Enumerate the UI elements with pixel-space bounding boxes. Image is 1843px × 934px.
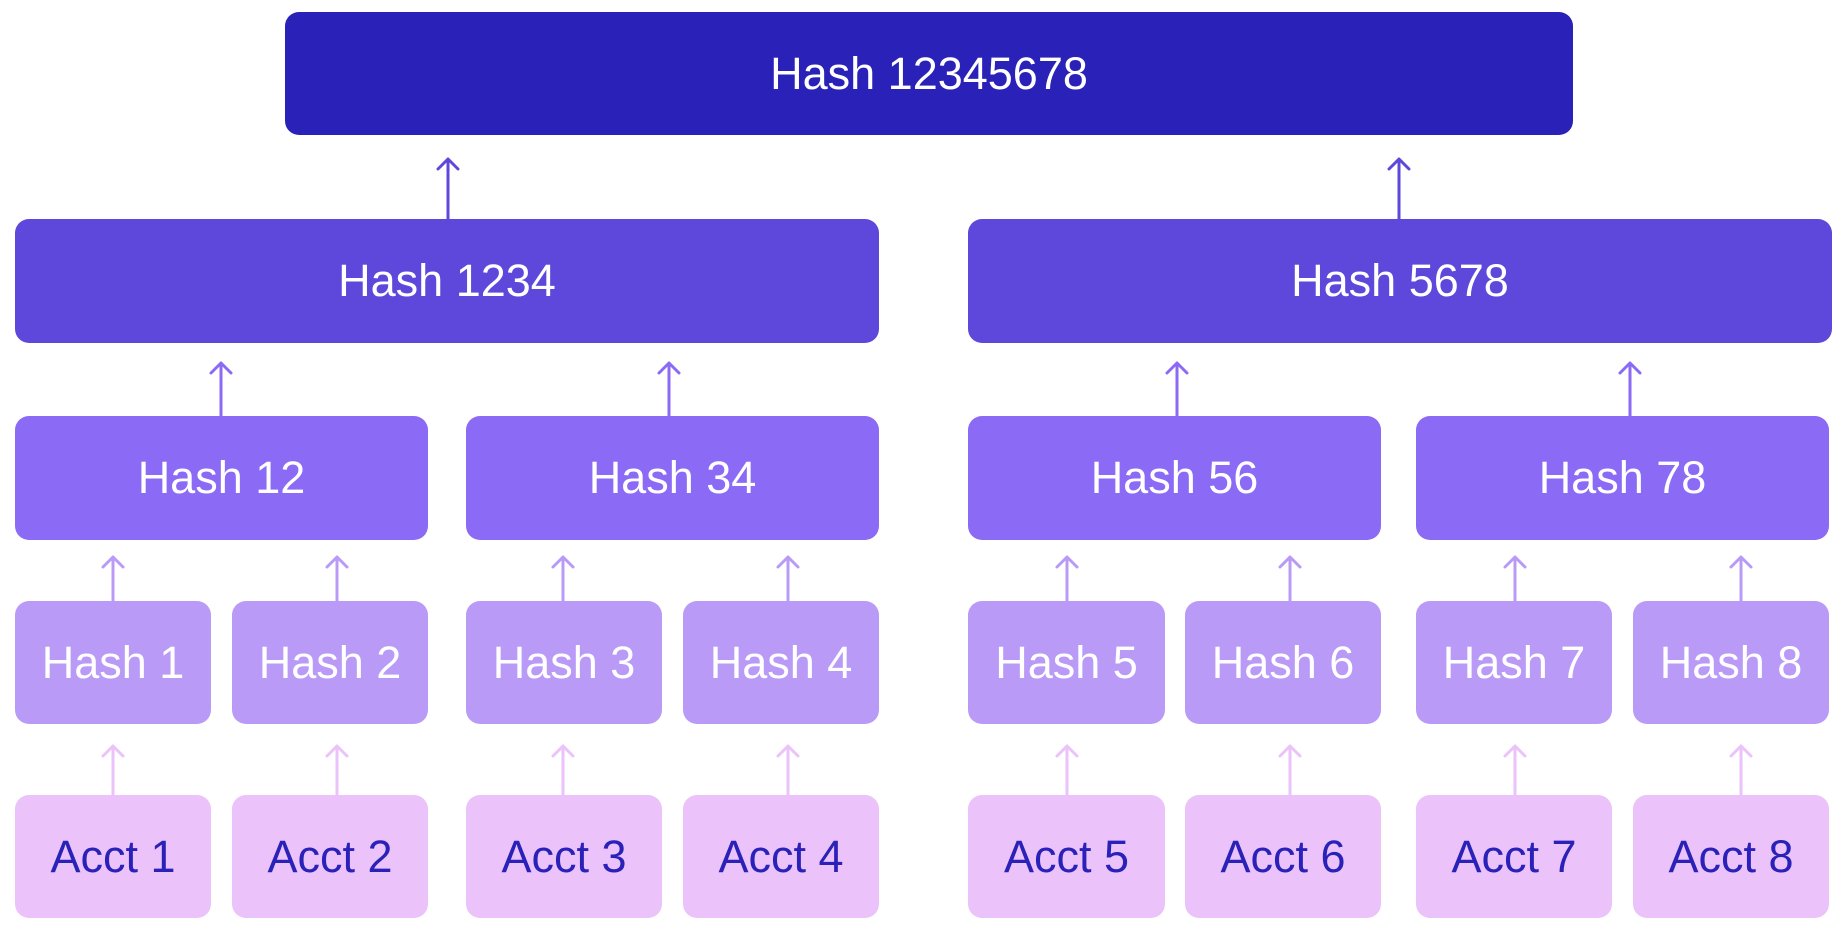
node-label-h4: Hash 4 (709, 636, 853, 688)
arrow-h5-to-h56-icon (1055, 555, 1079, 601)
node-a4: Acct 4 (683, 795, 879, 918)
node-label-h34: Hash 34 (588, 452, 757, 503)
arrow-h1234-to-root-icon (436, 157, 460, 219)
node-h56: Hash 56 (968, 416, 1381, 540)
arrow-h2-to-h12-icon (325, 555, 349, 601)
node-h1234: Hash 1234 (15, 219, 879, 343)
node-a5: Acct 5 (968, 795, 1165, 918)
node-label-h56: Hash 56 (1090, 452, 1259, 503)
node-h78: Hash 78 (1416, 416, 1829, 540)
node-label-a2: Acct 2 (267, 830, 393, 882)
node-a1: Acct 1 (15, 795, 211, 918)
node-label-h5678: Hash 5678 (1291, 255, 1509, 306)
node-a8: Acct 8 (1633, 795, 1829, 918)
node-a3: Acct 3 (466, 795, 662, 918)
node-h1: Hash 1 (15, 601, 211, 724)
node-label-h6: Hash 6 (1211, 636, 1355, 688)
arrow-h6-to-h56-icon (1278, 555, 1302, 601)
arrow-h78-to-h5678-icon (1618, 361, 1642, 416)
node-h6: Hash 6 (1185, 601, 1381, 724)
node-h34: Hash 34 (466, 416, 879, 540)
arrow-h3-to-h34-icon (551, 555, 575, 601)
node-a2: Acct 2 (232, 795, 428, 918)
arrow-h12-to-h1234-icon (209, 361, 233, 416)
node-a7: Acct 7 (1416, 795, 1612, 918)
node-label-h3: Hash 3 (492, 636, 636, 688)
node-label-h78: Hash 78 (1538, 452, 1707, 503)
node-label-a5: Acct 5 (1003, 830, 1130, 882)
arrow-a1-to-h1-icon (101, 744, 125, 795)
node-label-h7: Hash 7 (1442, 636, 1586, 688)
node-label-a8: Acct 8 (1668, 830, 1794, 882)
node-label-a6: Acct 6 (1220, 830, 1346, 882)
arrow-a3-to-h3-icon (551, 744, 575, 795)
node-h2: Hash 2 (232, 601, 428, 724)
node-a6: Acct 6 (1185, 795, 1381, 918)
arrow-a7-to-h7-icon (1503, 744, 1527, 795)
arrow-a4-to-h4-icon (776, 744, 800, 795)
node-label-a1: Acct 1 (50, 830, 176, 882)
arrow-h1-to-h12-icon (101, 555, 125, 601)
arrow-h4-to-h34-icon (776, 555, 800, 601)
arrow-h5678-to-root-icon (1387, 157, 1411, 219)
node-label-root: Hash 12345678 (770, 47, 1088, 99)
node-h7: Hash 7 (1416, 601, 1612, 724)
node-root: Hash 12345678 (285, 12, 1573, 135)
node-h3: Hash 3 (466, 601, 662, 724)
node-label-a7: Acct 7 (1451, 830, 1577, 882)
arrow-h34-to-h1234-icon (657, 361, 681, 416)
node-label-h1234: Hash 1234 (338, 255, 556, 306)
arrow-h56-to-h5678-icon (1165, 361, 1189, 416)
node-h4: Hash 4 (683, 601, 879, 724)
node-label-h12: Hash 12 (137, 452, 306, 503)
node-h5678: Hash 5678 (968, 219, 1832, 343)
arrow-a6-to-h6-icon (1278, 744, 1302, 795)
arrow-a8-to-h8-icon (1729, 744, 1753, 795)
arrow-a2-to-h2-icon (325, 744, 349, 795)
node-h5: Hash 5 (968, 601, 1165, 724)
node-label-h8: Hash 8 (1659, 636, 1803, 688)
arrow-a5-to-h5-icon (1055, 744, 1079, 795)
node-h8: Hash 8 (1633, 601, 1829, 724)
arrow-h7-to-h78-icon (1503, 555, 1527, 601)
node-label-a3: Acct 3 (501, 830, 627, 882)
arrow-h8-to-h78-icon (1729, 555, 1753, 601)
node-h12: Hash 12 (15, 416, 428, 540)
node-label-h5: Hash 5 (995, 636, 1138, 688)
node-label-h2: Hash 2 (258, 636, 402, 688)
node-label-a4: Acct 4 (718, 830, 844, 882)
node-label-h1: Hash 1 (41, 636, 185, 688)
